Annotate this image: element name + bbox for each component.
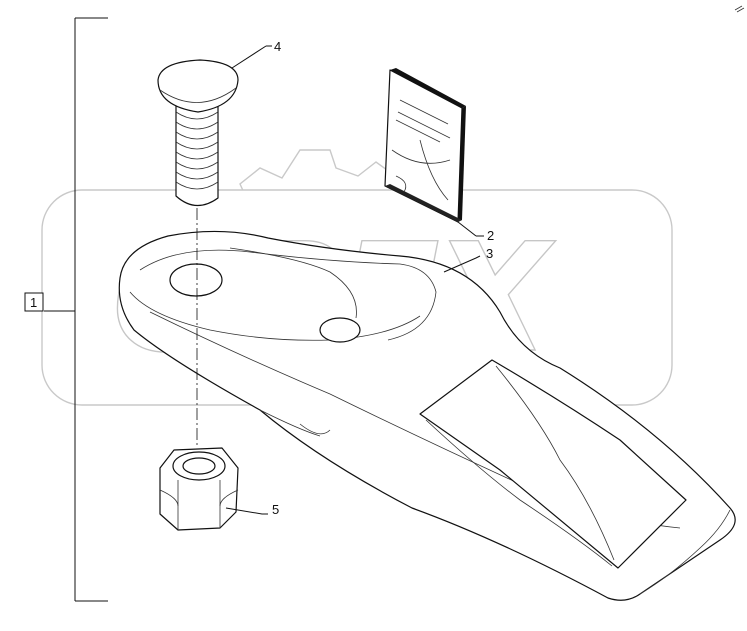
leader-2a — [457, 221, 477, 237]
callout-1: 1 — [30, 295, 37, 310]
tooth-part — [118, 230, 736, 601]
callout-4: 4 — [274, 39, 281, 54]
nut-part — [159, 447, 239, 531]
leader-4a — [231, 45, 267, 69]
callout-2: 2 — [487, 228, 494, 243]
corner-mark — [734, 5, 745, 13]
callout-5: 5 — [272, 502, 279, 517]
callout-3: 3 — [486, 246, 493, 261]
bolt-part — [157, 59, 239, 207]
group-bracket — [24, 17, 108, 602]
leader-3 — [443, 255, 481, 273]
callout-box-1 — [24, 292, 44, 312]
manual-part — [384, 68, 466, 223]
leader-5 — [225, 507, 268, 515]
